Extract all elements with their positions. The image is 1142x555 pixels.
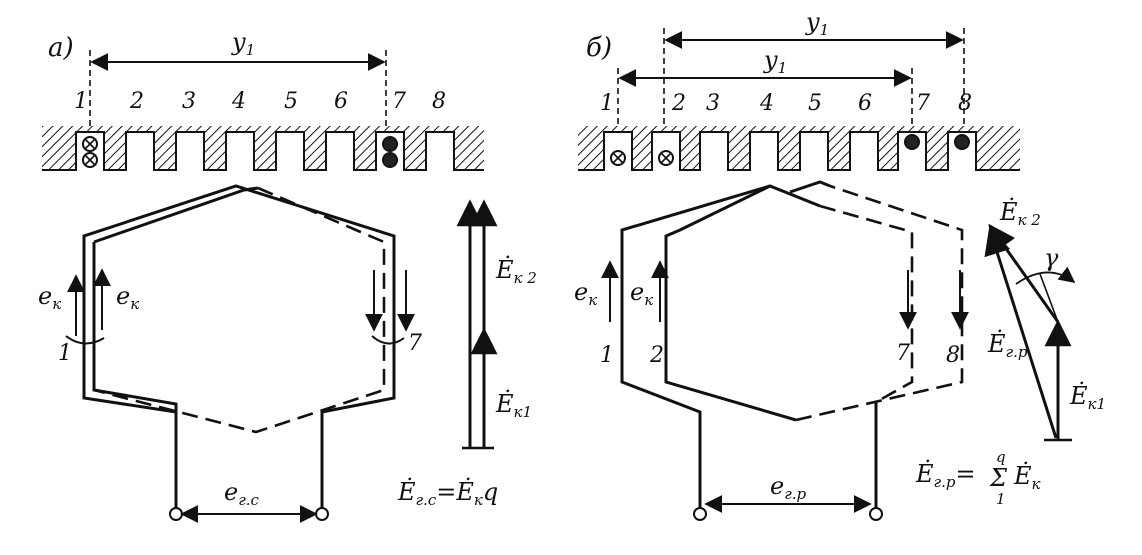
panel-b-formula: Ėг.р= Σ q 1 Ėк <box>915 448 1041 508</box>
slot-number: 7 <box>392 89 406 114</box>
slot-number: 6 <box>334 89 348 114</box>
panel-a-emf-arrows: eк eк 1 7 <box>38 268 422 366</box>
panel-b-coil-side-7: 7 <box>896 341 910 366</box>
panel-b-stator-core <box>578 126 1020 171</box>
panel-a-pitch-dimension: y1 <box>89 28 387 128</box>
panel-a-terminal-emf: eг.с <box>224 478 260 509</box>
panel-a-phasors: Ėк 2 Ėк1 Ėг.с=Ėкq <box>397 199 537 509</box>
slot-number: 7 <box>916 91 930 116</box>
panel-b-sum-lower: 1 <box>996 490 1006 508</box>
conductor-dot-icon <box>954 134 970 150</box>
panel-a-pitch-label: y1 <box>231 28 255 59</box>
slot-number: 4 <box>231 89 246 114</box>
panel-b-emf-left: eк <box>574 278 597 309</box>
panel-b-pitch-bottom: y1 <box>763 46 787 77</box>
panel-a: а) y1 1 2 3 4 5 6 7 8 <box>38 28 537 523</box>
panel-b-label: б) <box>586 33 612 63</box>
slot-number: 1 <box>600 91 614 116</box>
panel-a-conductors <box>82 136 398 168</box>
conductor-cross-icon <box>610 150 626 166</box>
panel-b-coil-side-8: 8 <box>946 343 960 368</box>
panel-a-phasor-k1: Ėк1 <box>495 389 532 421</box>
panel-a-coil-side-7: 7 <box>408 331 422 356</box>
panel-b-emf-arrows: eк eк 1 2 7 8 <box>574 260 969 368</box>
panel-b-coil-side-1: 1 <box>600 343 614 368</box>
panel-b-sum-symbol: Σ <box>989 464 1008 492</box>
panel-b-pitch-dimensions: y1 y1 <box>617 8 965 128</box>
panel-a-coil: eг.с <box>82 184 396 523</box>
slot-number: 5 <box>284 89 298 114</box>
conductor-cross-icon <box>82 136 98 168</box>
panel-b-formula-lhs: Ėг.р= <box>915 459 976 491</box>
panel-b-phasors: Ėк 2 γ Ėг.р Ėк1 <box>984 197 1106 442</box>
panel-a-stator-core <box>42 126 484 171</box>
conductor-dot-icon <box>904 134 920 150</box>
conductor-cross-icon <box>658 150 674 166</box>
panel-b-phasor-gr: Ėг.р <box>987 329 1028 361</box>
slot-number: 8 <box>958 91 972 116</box>
slot-number: 8 <box>432 89 446 114</box>
slot-number: 6 <box>858 91 872 116</box>
panel-b-coil-side-2: 2 <box>649 343 664 368</box>
panel-b-sum-upper: q <box>996 448 1006 466</box>
panel-b-formula-rhs: Ėк <box>1013 461 1041 493</box>
panel-a-label: а) <box>48 33 74 63</box>
slot-number: 4 <box>759 91 774 116</box>
panel-a-emf-inner: eк <box>116 282 139 313</box>
panel-a-formula: Ėг.с=Ėкq <box>397 477 498 509</box>
panel-b-conductors <box>610 134 970 166</box>
slot-number: 2 <box>129 89 144 114</box>
panel-a-coil-side-1: 1 <box>58 341 72 366</box>
panel-b: б) y1 y1 1 2 3 4 5 6 7 8 <box>574 8 1106 521</box>
panel-b-pitch-top: y1 <box>805 8 829 39</box>
slot-number: 3 <box>182 89 196 114</box>
slot-number: 1 <box>74 89 88 114</box>
panel-a-phasor-k2: Ėк 2 <box>495 255 537 287</box>
panel-b-angle-gamma: γ <box>1044 244 1059 272</box>
panel-b-emf-inner: eк <box>630 278 653 309</box>
slot-number: 2 <box>671 91 686 116</box>
panel-a-slot-numbers: 1 2 3 4 5 6 7 8 <box>74 89 446 114</box>
panel-b-phasor-k2: Ėк 2 <box>999 197 1041 229</box>
panel-b-slot-numbers: 1 2 3 4 5 6 7 8 <box>600 91 972 116</box>
slot-number: 5 <box>808 91 822 116</box>
panel-a-emf-left: eк <box>38 282 61 313</box>
panel-b-terminal-emf: eг.р <box>770 472 807 503</box>
panel-b-coils: eг.р <box>620 180 964 521</box>
slot-number: 3 <box>706 91 720 116</box>
conductor-dot-icon <box>382 136 398 168</box>
panel-b-phasor-k1: Ėк1 <box>1069 381 1106 413</box>
